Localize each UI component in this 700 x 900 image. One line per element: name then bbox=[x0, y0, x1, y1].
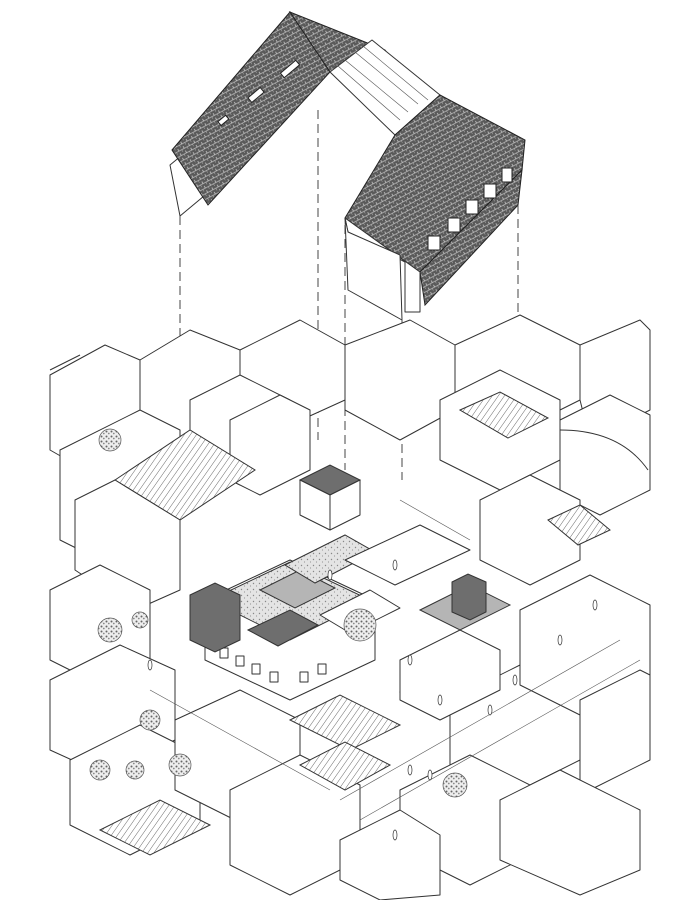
roof-right-dormers bbox=[427, 167, 513, 251]
context-block bbox=[339, 809, 441, 900]
site-facade-windows bbox=[219, 647, 327, 683]
site-bridge-walkway bbox=[344, 524, 471, 586]
human-figure-icon bbox=[557, 634, 563, 646]
skylight-mullions bbox=[337, 45, 429, 121]
tree-icon bbox=[442, 772, 468, 798]
context-stepped-roof bbox=[288, 694, 402, 751]
site-right-building bbox=[399, 629, 501, 721]
context-block bbox=[479, 474, 581, 586]
tree-icon bbox=[97, 617, 123, 643]
trees bbox=[89, 428, 468, 798]
tree-icon bbox=[131, 611, 149, 629]
human-figure-icon bbox=[487, 704, 493, 716]
human-figure-icon bbox=[592, 599, 598, 611]
tree-icon bbox=[125, 760, 145, 780]
human-figure-icon bbox=[407, 764, 413, 776]
context-roof-hatch bbox=[98, 799, 212, 856]
streets bbox=[149, 499, 641, 821]
site-upper-block-wall bbox=[329, 479, 361, 531]
context-canopy bbox=[547, 504, 611, 546]
project-site bbox=[189, 464, 512, 721]
context-buildings bbox=[49, 314, 651, 900]
human-figure-icon bbox=[392, 559, 398, 571]
context-stepped-roof bbox=[298, 741, 392, 791]
human-figure-icon bbox=[407, 654, 413, 666]
site-right-tower bbox=[451, 573, 487, 621]
exploded-roof bbox=[169, 10, 526, 321]
human-figure-icon bbox=[392, 829, 398, 841]
people bbox=[147, 559, 598, 841]
roof-right-end-wall bbox=[344, 217, 403, 321]
roof-left-wing bbox=[171, 11, 331, 206]
human-figure-icon bbox=[427, 769, 433, 781]
tree-icon bbox=[139, 709, 161, 731]
human-figure-icon bbox=[147, 659, 153, 671]
human-figure-icon bbox=[437, 694, 443, 706]
tree-icon bbox=[98, 428, 122, 452]
site-roof-shade bbox=[246, 609, 320, 647]
site-left-tower bbox=[189, 582, 241, 653]
human-figure-icon bbox=[512, 674, 518, 686]
context-roof-hatch bbox=[458, 391, 550, 439]
tree-icon bbox=[89, 759, 111, 781]
tree-icon bbox=[168, 753, 192, 777]
human-figure-icon bbox=[327, 569, 333, 581]
context-block bbox=[344, 319, 456, 441]
context-block bbox=[499, 769, 641, 896]
tree-icon bbox=[343, 608, 377, 642]
